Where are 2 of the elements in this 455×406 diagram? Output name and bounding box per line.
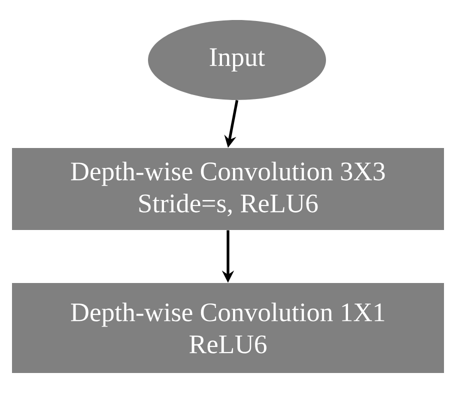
process-box: Depth-wise Convolution 1X1 ReLU6 [12, 283, 444, 373]
process-box: Depth-wise Convolution 3X3 Stride=s, ReLU6 [12, 148, 444, 230]
